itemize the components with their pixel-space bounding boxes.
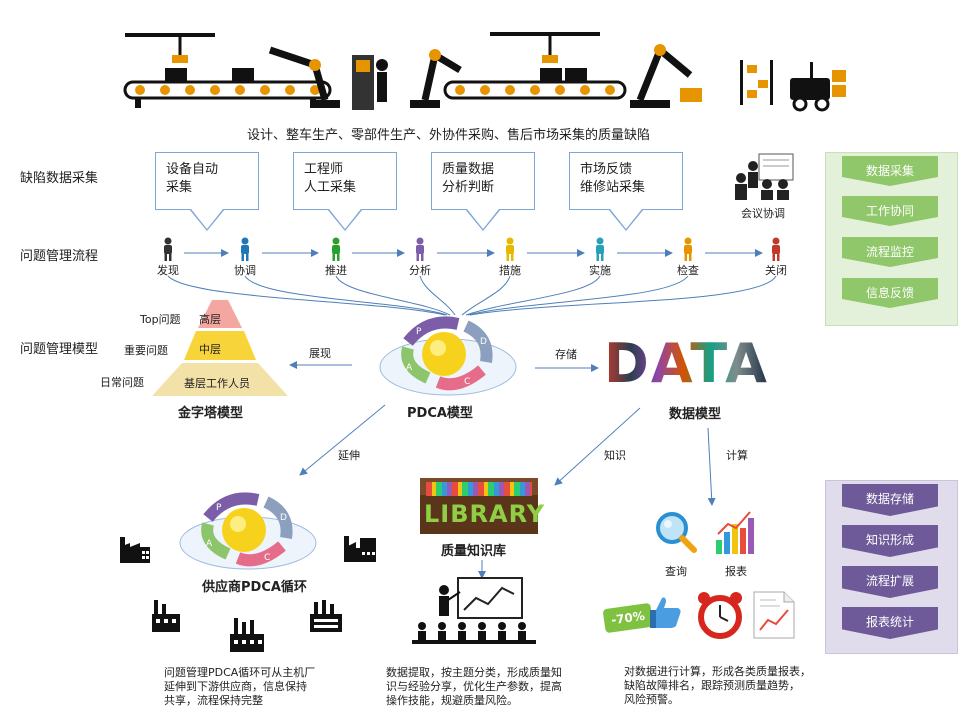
meeting-label: 会议协调 bbox=[741, 207, 785, 220]
factory-icon bbox=[230, 618, 264, 652]
pdca-a: A bbox=[406, 363, 413, 373]
supplier-description: 问题管理PDCA循环可从主机厂 延伸到下游供应商，信息保持 共享，流程保持完整 bbox=[164, 666, 315, 708]
report-label: 报表 bbox=[725, 565, 747, 578]
supplier-pdca-d: D bbox=[280, 513, 287, 523]
arrow-label-store: 存储 bbox=[555, 348, 577, 361]
data-mosaic-image: DATA bbox=[604, 336, 790, 392]
person-icon bbox=[164, 237, 172, 261]
description-line: 风险预警。 bbox=[624, 693, 679, 706]
description-line: 对数据进行计算，形成各类质量报表， bbox=[624, 665, 811, 678]
arrow-label-knowledge: 知识 bbox=[604, 449, 626, 462]
pdca-c: C bbox=[464, 377, 470, 387]
report-description: 对数据进行计算，形成各类质量报表， 缺陷故障排名，跟踪预测质量趋势， 风险预警。 bbox=[624, 665, 811, 707]
bookshelf-books bbox=[426, 482, 532, 496]
row-label-model: 问题管理模型 bbox=[20, 342, 99, 357]
description-line: 共享，流程保持完整 bbox=[164, 694, 263, 707]
callout-text-line: 分析判断 bbox=[442, 180, 495, 195]
person-icon bbox=[506, 237, 514, 261]
bar-report-icon bbox=[716, 511, 754, 554]
pdca-d: D bbox=[480, 337, 487, 347]
callout-text-line: 维修站采集 bbox=[580, 180, 646, 195]
data-word: DATA bbox=[604, 336, 790, 392]
process-step-label: 措施 bbox=[499, 264, 521, 277]
pyramid-base-label: 日常问题 bbox=[100, 376, 144, 389]
library-word: LIBRARY bbox=[424, 500, 546, 528]
supplier-pdca-graphic: P D C A bbox=[179, 492, 317, 570]
process-step-label: 发现 bbox=[157, 264, 179, 277]
pyramid-mid-label: 重要问题 bbox=[124, 344, 168, 357]
supplier-pdca-a: A bbox=[206, 539, 213, 549]
pyramid-mid: 中层 bbox=[199, 343, 221, 356]
process-step-label: 实施 bbox=[589, 264, 611, 277]
library-title: 质量知识库 bbox=[441, 544, 507, 559]
description-line: 操作技能，规避质量风险。 bbox=[386, 694, 518, 707]
search-magnifier-icon bbox=[656, 512, 697, 553]
description-line: 缺陷故障排名，跟踪预测质量趋势， bbox=[624, 679, 800, 692]
factory-banner-illustration bbox=[123, 32, 846, 112]
pyramid-top: 高层 bbox=[199, 313, 221, 326]
person-icon bbox=[416, 237, 424, 261]
supplier-pdca-c: C bbox=[264, 553, 270, 563]
pyramid-base: 基层工作人员 bbox=[184, 377, 250, 390]
factory-icon bbox=[152, 600, 180, 632]
person-icon bbox=[241, 237, 249, 261]
supplier-pdca-p: P bbox=[216, 503, 222, 513]
callout-text-line: 设备自动 bbox=[166, 162, 219, 177]
callout-text-line: 市场反馈 bbox=[580, 162, 633, 177]
document-chart-icon bbox=[753, 591, 795, 639]
row-label-process: 问题管理流程 bbox=[20, 249, 99, 264]
row-label-collect: 缺陷数据采集 bbox=[20, 171, 99, 186]
process-step-label: 分析 bbox=[409, 264, 431, 277]
person-icon bbox=[596, 237, 604, 261]
description-line: 识与经验分享，优化生产参数，提高 bbox=[386, 680, 562, 693]
callout-market: 市场反馈 维修站采集 bbox=[569, 152, 683, 231]
process-step-label: 推进 bbox=[325, 264, 347, 277]
callout-equipment: 设备自动 采集 bbox=[155, 152, 259, 231]
callout-text-line: 人工采集 bbox=[304, 180, 357, 195]
pyramid-title: 金字塔模型 bbox=[178, 406, 244, 421]
pdca-p: P bbox=[416, 327, 422, 337]
factory-icon bbox=[344, 536, 376, 562]
callout-text-line: 采集 bbox=[166, 180, 193, 195]
pdca-cycle-graphic: P D C A bbox=[379, 316, 517, 396]
library-description: 数据提取，按主题分类，形成质量知 识与经验分享，优化生产参数，提高 操作技能，规… bbox=[386, 666, 562, 708]
description-line: 延伸到下游供应商，信息保持 bbox=[164, 680, 307, 693]
process-step-label: 检查 bbox=[677, 264, 699, 277]
supplier-pdca-title: 供应商PDCA循环 bbox=[202, 580, 307, 595]
pyramid-top-label: Top问题 bbox=[140, 313, 181, 326]
callout-quality-data: 质量数据 分析判断 bbox=[431, 152, 535, 231]
callout-engineer: 工程师 人工采集 bbox=[293, 152, 397, 231]
factory-icon bbox=[310, 600, 342, 632]
person-icon bbox=[684, 237, 692, 261]
arrow-label-extend: 延伸 bbox=[338, 449, 360, 462]
classroom-training-icon bbox=[412, 577, 536, 644]
person-icon bbox=[772, 237, 780, 261]
arrow-label-compute: 计算 bbox=[726, 449, 748, 462]
callout-text-line: 质量数据 bbox=[442, 162, 495, 177]
callout-text-line: 工程师 bbox=[304, 162, 344, 177]
process-step-label: 协调 bbox=[234, 264, 256, 277]
process-step-label: 关闭 bbox=[765, 264, 787, 277]
query-label: 查询 bbox=[665, 565, 687, 578]
thumbs-up-icon bbox=[650, 597, 681, 628]
pdca-title: PDCA模型 bbox=[407, 406, 473, 421]
arrow-label-show: 展现 bbox=[309, 347, 331, 360]
data-model-title: 数据模型 bbox=[669, 407, 722, 422]
person-icon bbox=[332, 237, 340, 261]
pyramid-graphic bbox=[152, 300, 288, 396]
banner-caption: 设计、整车生产、零部件生产、外协件采购、售后市场采集的质量缺陷 bbox=[247, 128, 651, 143]
alarm-clock-icon bbox=[698, 592, 742, 639]
description-line: 问题管理PDCA循环可从主机厂 bbox=[164, 666, 316, 679]
description-line: 数据提取，按主题分类，形成质量知 bbox=[386, 666, 562, 679]
meeting-icon bbox=[735, 153, 794, 200]
factory-icon bbox=[120, 537, 150, 563]
library-image: LIBRARY bbox=[420, 478, 544, 534]
